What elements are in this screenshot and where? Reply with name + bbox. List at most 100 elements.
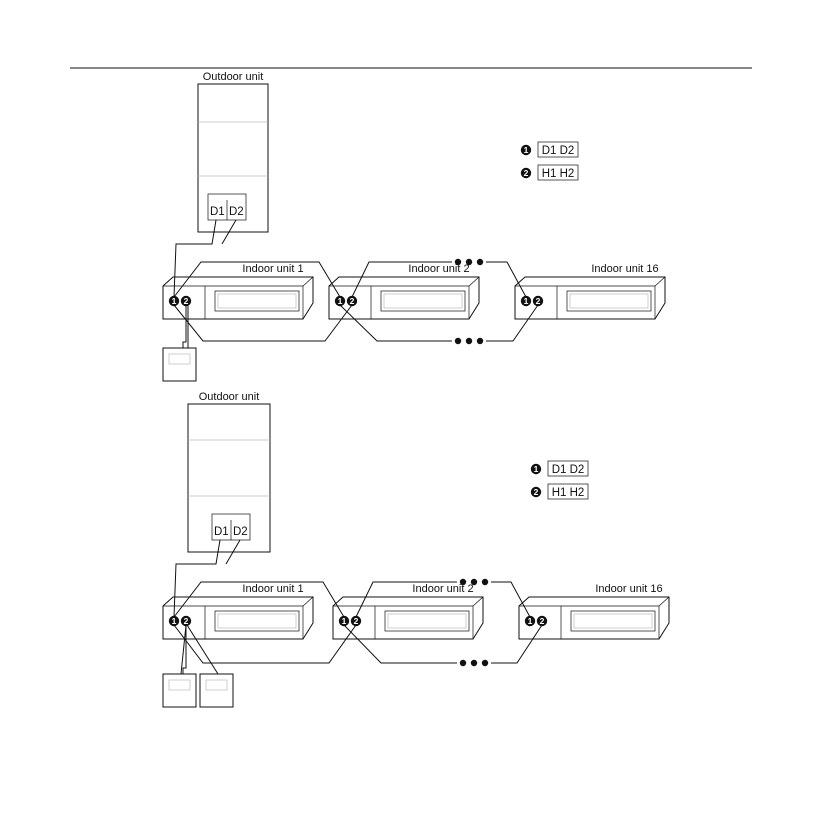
legend-marker-2-number: 2 <box>524 168 529 178</box>
controller-screen <box>169 354 190 364</box>
indoor-unit-label: Indoor unit 1 <box>242 583 303 595</box>
terminal-marker-2-number: 2 <box>540 616 545 626</box>
indoor-unit-edge <box>303 597 313 606</box>
terminal-marker-1-number: 1 <box>342 616 347 626</box>
wired-controller-2 <box>181 625 233 707</box>
bus-wire-bottom <box>174 305 352 341</box>
terminal-d1: D1 <box>210 206 225 218</box>
controller-screen <box>169 680 190 690</box>
terminal-marker-2-number: 2 <box>350 296 355 306</box>
controller-wire <box>187 625 218 674</box>
continuation-dots-top <box>460 579 488 585</box>
controller-body <box>200 674 233 707</box>
indoor-unit-edge <box>303 277 313 286</box>
continuation-dots-top <box>455 259 483 265</box>
indoor-unit-label: Indoor unit 16 <box>591 263 658 275</box>
indoor-unit-edge <box>659 597 669 606</box>
controller-body <box>163 674 196 707</box>
indoor-unit-grille-inner <box>574 614 652 628</box>
indoor-unit-edge <box>655 277 665 286</box>
outdoor-unit-label: Outdoor unit <box>203 71 264 83</box>
terminal-d2: D2 <box>229 206 244 218</box>
terminal-marker-2-number: 2 <box>184 296 189 306</box>
terminal-marker-2: 2 <box>347 296 357 306</box>
continuation-dots-bottom <box>460 660 488 666</box>
bus-wire-top <box>486 262 526 297</box>
outdoor-unit-body <box>188 404 270 552</box>
terminal-marker-2: 2 <box>181 616 191 626</box>
outdoor-unit-label: Outdoor unit <box>199 391 260 403</box>
terminal-marker-1-number: 1 <box>172 296 177 306</box>
bus-wire-bottom <box>340 305 452 341</box>
continuation-dots-bottom-dot <box>460 660 466 666</box>
legend-marker-1: 1 <box>521 145 531 155</box>
continuation-dots-top-dot <box>460 579 466 585</box>
continuation-dots-bottom <box>455 338 483 344</box>
terminal-marker-2-number: 2 <box>354 616 359 626</box>
wired-controller-1 <box>163 625 196 707</box>
terminal-marker-2-number: 2 <box>536 296 541 306</box>
controller-screen <box>206 680 227 690</box>
continuation-dots-bottom-dot <box>482 660 488 666</box>
bus-wire-bottom <box>486 305 538 341</box>
wired-controller-1 <box>163 305 196 381</box>
legend-marker-2: 2 <box>531 487 541 497</box>
legend-marker-1-number: 1 <box>534 464 539 474</box>
wiring <box>174 540 542 666</box>
terminal-d1: D1 <box>214 526 229 538</box>
terminal-marker-1-number: 1 <box>338 296 343 306</box>
indoor-unit-grille-inner <box>384 294 462 308</box>
terminal-marker-2: 2 <box>351 616 361 626</box>
controller-body <box>163 348 196 381</box>
continuation-dots-bottom-dot <box>471 660 477 666</box>
continuation-dots-bottom-dot <box>477 338 483 344</box>
legend-marker-1: 1 <box>531 464 541 474</box>
terminal-marker-1: 1 <box>169 296 179 306</box>
indoor-unit-label: Indoor unit 1 <box>242 263 303 275</box>
legend-text-2: H1 H2 <box>542 168 575 180</box>
continuation-dots-bottom-dot <box>455 338 461 344</box>
indoor-unit-edge <box>469 277 479 286</box>
indoor-unit-grille-inner <box>570 294 648 308</box>
terminal-marker-1-number: 1 <box>172 616 177 626</box>
wiring <box>174 220 538 344</box>
legend-marker-2-number: 2 <box>534 487 539 497</box>
terminal-marker-1: 1 <box>525 616 535 626</box>
continuation-dots-top-dot <box>466 259 472 265</box>
terminal-marker-1-number: 1 <box>524 296 529 306</box>
legend-marker-2: 2 <box>521 168 531 178</box>
legend-text-1: D1 D2 <box>552 464 585 476</box>
bus-wire-top <box>491 582 530 617</box>
legend: 1 D1 D2 2 H1 H2 <box>521 142 578 180</box>
indoor-unit-grille-inner <box>388 614 466 628</box>
bus-wire-bottom <box>491 625 542 663</box>
continuation-dots-top-dot <box>482 579 488 585</box>
legend-text-1: D1 D2 <box>542 145 575 157</box>
indoor-unit-2: Indoor unit 212 <box>333 583 483 639</box>
legend: 1 D1 D2 2 H1 H2 <box>531 461 588 499</box>
controller-wire <box>181 625 186 674</box>
terminal-marker-1: 1 <box>521 296 531 306</box>
terminal-marker-1-number: 1 <box>528 616 533 626</box>
legend-marker-1-number: 1 <box>524 145 529 155</box>
indoor-unit-grille-inner <box>218 614 296 628</box>
terminal-marker-1: 1 <box>339 616 349 626</box>
terminal-marker-1: 1 <box>169 616 179 626</box>
continuation-dots-bottom-dot <box>466 338 472 344</box>
indoor-unit-3: Indoor unit 16 12 <box>519 583 669 639</box>
terminal-marker-2: 2 <box>533 296 543 306</box>
legend-text-2: H1 H2 <box>552 487 585 499</box>
indoor-unit-edge <box>473 597 483 606</box>
terminal-marker-1: 1 <box>335 296 345 306</box>
continuation-dots-top-dot <box>455 259 461 265</box>
diagram-1: Outdoor unitD1 D2 1 D1 D2 2 H1 H2 Indoor unit … <box>163 71 665 381</box>
indoor-unit-label: Indoor unit 16 <box>595 583 662 595</box>
indoor-unit-grille-inner <box>218 294 296 308</box>
continuation-dots-top-dot <box>471 579 477 585</box>
